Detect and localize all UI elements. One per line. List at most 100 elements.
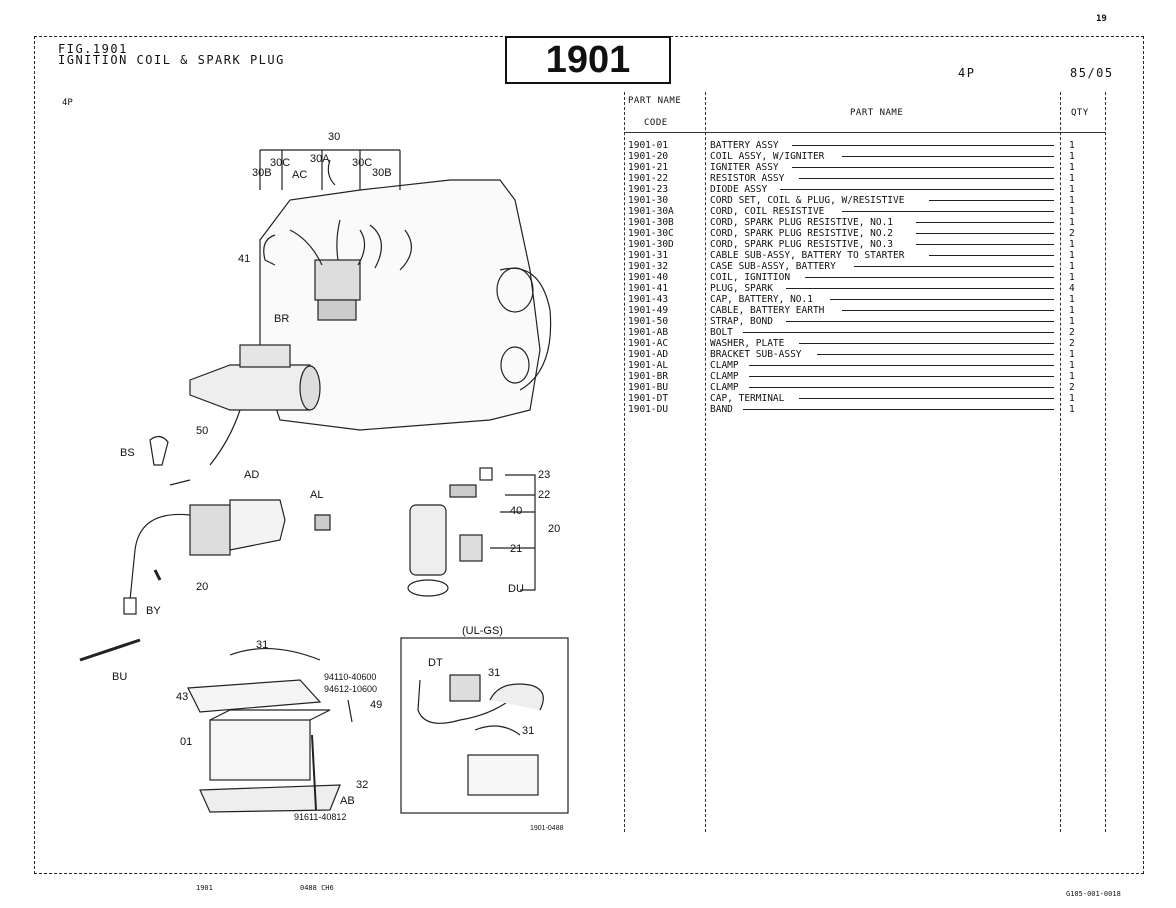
part-name: BAND (710, 404, 733, 415)
part-name: CORD, SPARK PLUG RESISTIVE, NO.1 (710, 217, 894, 228)
engine-block (259, 179, 541, 431)
part-code: 1901-40 (628, 272, 669, 283)
leader-line (928, 255, 1054, 256)
part-qty: 1 (1069, 217, 1075, 228)
label-by: BY (146, 605, 161, 617)
part-code: 1901-AC (628, 338, 669, 349)
bracket-ad (229, 499, 286, 551)
model-code: 4P (958, 66, 976, 80)
leader-line (742, 409, 1054, 410)
leader-line (842, 156, 1054, 157)
battery-cap-43 (187, 679, 322, 713)
part-qty: 1 (1069, 371, 1075, 382)
label-ad: AD (244, 469, 259, 481)
part-code: 1901-20 (628, 151, 669, 162)
part-code: 1901-30D (628, 239, 674, 250)
part-name: CABLE, BATTERY EARTH (710, 305, 825, 316)
label-30a: 30A (310, 153, 330, 165)
part-qty: 1 (1069, 393, 1075, 404)
part-qty: 1 (1069, 151, 1075, 162)
exploded-parts-diagram: 30 30C 30A 30C 30B AC 30B 41 BR 50 BS AD… (79, 131, 569, 832)
label-part-94612: 94612-10600 (324, 684, 377, 694)
leader-line (817, 354, 1054, 355)
label-20-right: 20 (548, 523, 560, 535)
part-code: 1901-41 (628, 283, 669, 294)
label-30b-a: 30B (252, 167, 272, 179)
left-model-code: 4P (62, 98, 73, 108)
part-name: CORD SET, COIL & PLUG, W/RESISTIVE (710, 195, 905, 206)
part-qty: 2 (1069, 327, 1075, 338)
part-name: IGNITER ASSY (710, 162, 779, 173)
part-qty: 1 (1069, 360, 1075, 371)
part-name: BRACKET SUB-ASSY (710, 349, 802, 360)
leader-line (749, 365, 1054, 366)
label-br: BR (274, 313, 289, 325)
part-qty: 1 (1069, 195, 1075, 206)
leader-line (842, 310, 1054, 311)
part-code: 1901-30A (628, 206, 674, 217)
leader-line (798, 398, 1054, 399)
label-01: 01 (180, 736, 192, 748)
part-code: 1901-BU (628, 382, 669, 393)
leader-line (798, 178, 1054, 179)
earth-cable-49 (347, 699, 353, 723)
part-code: 1901-AL (628, 360, 669, 371)
part-qty: 1 (1069, 305, 1075, 316)
part-qty: 1 (1069, 261, 1075, 272)
cord-30b-left (263, 234, 276, 266)
leader-line (916, 244, 1054, 245)
battery-case-32 (199, 784, 341, 813)
part-qty: 1 (1069, 250, 1075, 261)
label-40: 40 (510, 505, 522, 517)
leader-line (928, 200, 1054, 201)
leader-line (916, 222, 1054, 223)
label-part-94110: 94110-40600 (324, 672, 376, 682)
diagram-reference: 1901-0488 (530, 825, 564, 832)
part-qty: 1 (1069, 239, 1075, 250)
part-code: 1901-32 (628, 261, 669, 272)
inset-battery (467, 754, 539, 796)
label-30c-b: 30C (352, 157, 372, 169)
label-30: 30 (328, 131, 340, 143)
label-al: AL (310, 489, 323, 501)
part-name: CORD, COIL RESISTIVE (710, 206, 825, 217)
leader-line (792, 145, 1054, 146)
part-name: CORD, SPARK PLUG RESISTIVE, NO.2 (710, 228, 894, 239)
clamp-bu (79, 638, 141, 662)
label-30b-b: 30B (372, 167, 392, 179)
part-code: 1901-43 (628, 294, 669, 305)
leader-line (742, 332, 1054, 333)
leader-line (780, 189, 1054, 190)
battery-01 (209, 719, 311, 781)
part-code: 1901-01 (628, 140, 669, 151)
part-name: CABLE SUB-ASSY, BATTERY TO STARTER (710, 250, 905, 261)
clamp-bs (149, 435, 169, 466)
table-divider-qty (1060, 92, 1061, 832)
clamp-al (314, 514, 331, 531)
figure-number-box: 1901 (505, 36, 671, 84)
part-name: CLAMP (710, 371, 739, 382)
part-name: PLUG, SPARK (710, 283, 773, 294)
leader-line (786, 321, 1054, 322)
figure-title: IGNITION COIL & SPARK PLUG (58, 53, 285, 67)
label-20-left: 20 (196, 581, 208, 593)
table-border-left (624, 92, 625, 832)
footer-doc-id: G105-001-0018 (1066, 890, 1121, 898)
part-name: COIL ASSY, W/IGNITER (710, 151, 825, 162)
label-du: DU (508, 583, 524, 595)
